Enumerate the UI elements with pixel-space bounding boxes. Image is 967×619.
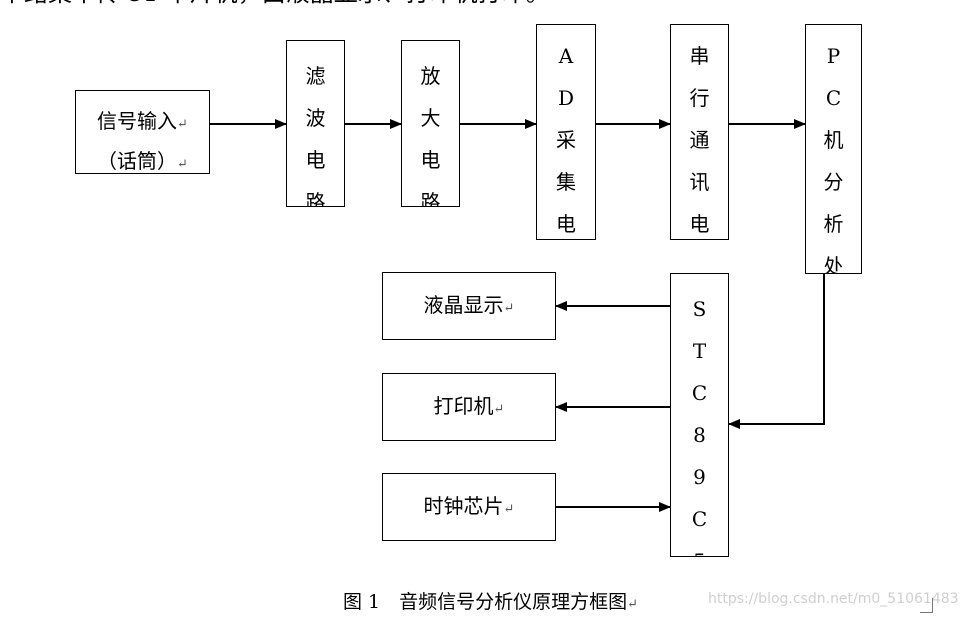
lcd-display-label: 液晶显示 — [423, 293, 504, 317]
return-mark: ↵ — [177, 117, 188, 132]
return-mark: ↵ — [177, 157, 188, 172]
ad-acquisition-box: A D 采 集 电 — [536, 24, 596, 240]
return-mark: ↵ — [627, 597, 639, 612]
amplifier-circuit-label: 放 大 电 路 — [420, 64, 441, 207]
return-mark: ↵ — [503, 502, 515, 517]
figure-caption: 图 1 音频信号分析仪原理方框图 — [343, 591, 628, 613]
printer-label: 打印机 — [433, 394, 494, 418]
pc-analysis-box: P C 机 分 析 处 — [805, 24, 862, 274]
watermark-text: https://blog.csdn.net/m0_51061483 — [708, 591, 959, 607]
filter-circuit-box: 滤 波 电 路 — [286, 40, 345, 207]
return-mark: ↵ — [503, 301, 515, 316]
signal-input-sublabel: （话筒） — [97, 149, 178, 173]
arrow-pc-to-mcu — [728, 274, 825, 429]
lcd-display-box: 液晶显示↵ — [382, 272, 556, 340]
amplifier-circuit-box: 放 大 电 路 — [401, 40, 460, 207]
top-text-fragment: 单路集中传 51 单片机，由液晶显示、打印机打印。 — [0, 0, 960, 8]
ad-acquisition-label: A D 采 集 电 — [556, 44, 576, 236]
filter-circuit-label: 滤 波 电 路 — [305, 64, 326, 207]
signal-input-label: 信号输入 — [97, 109, 178, 133]
clock-chip-label: 时钟芯片 — [423, 494, 504, 518]
signal-input-box: 信号输入↵ （话筒）↵ — [75, 90, 210, 174]
mcu-box: S T C 8 9 C 5 — [670, 273, 729, 557]
return-mark: ↵ — [493, 402, 505, 417]
clock-chip-box: 时钟芯片↵ — [382, 473, 556, 541]
mcu-label: S T C 8 9 C 5 — [691, 297, 708, 556]
serial-comm-box: 串 行 通 讯 电 — [670, 24, 729, 240]
pc-analysis-label: P C 机 分 析 处 — [823, 44, 844, 274]
page-corner-mark — [920, 598, 933, 613]
serial-comm-label: 串 行 通 讯 电 — [689, 44, 710, 236]
printer-box: 打印机↵ — [382, 373, 556, 441]
